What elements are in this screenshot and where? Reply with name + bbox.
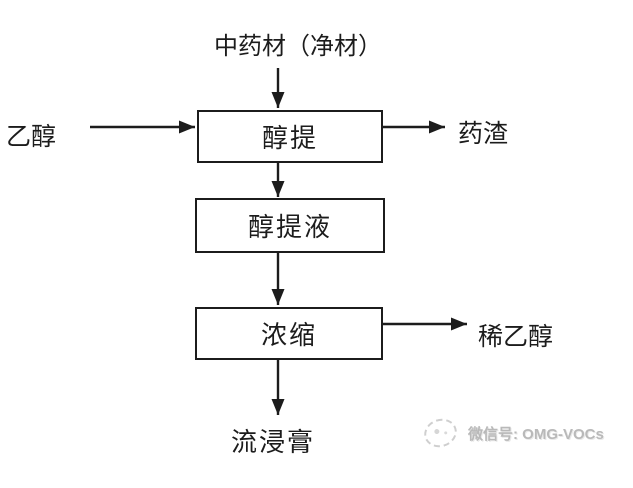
node-concentration: 浓缩 bbox=[195, 307, 383, 360]
label-residue-output: 药渣 bbox=[458, 121, 509, 148]
node-concentration-label: 浓缩 bbox=[260, 321, 317, 350]
watermark-logo-icon bbox=[420, 414, 461, 452]
label-ethanol-input: 乙醇 bbox=[6, 124, 57, 151]
node-alcohol-extract-liquid-label: 醇提液 bbox=[247, 213, 332, 242]
watermark-text: 微信号: OMG-VOCs bbox=[468, 425, 604, 443]
watermark: 微信号: OMG-VOCs bbox=[420, 414, 604, 452]
node-alcohol-extraction: 醇提 bbox=[197, 110, 383, 163]
label-source-material: 中药材（净材） bbox=[214, 34, 382, 60]
label-liquid-extract-product: 流浸膏 bbox=[231, 428, 316, 457]
node-alcohol-extract-liquid: 醇提液 bbox=[195, 198, 385, 253]
node-alcohol-extraction-label: 醇提 bbox=[261, 124, 318, 153]
label-dilute-ethanol-output: 稀乙醇 bbox=[478, 324, 554, 351]
